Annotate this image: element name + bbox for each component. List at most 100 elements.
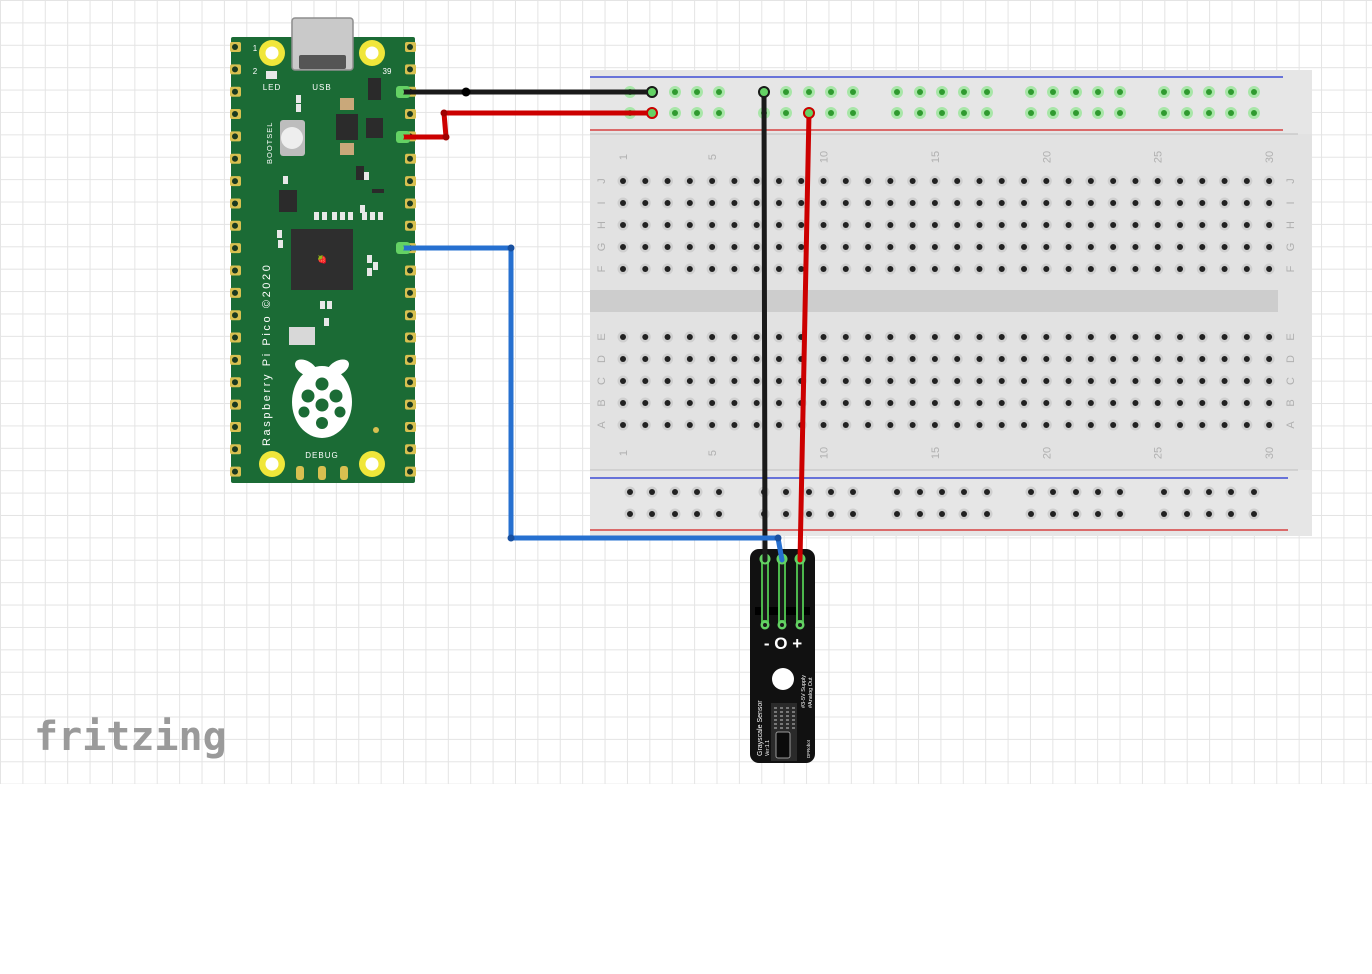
rail-hole [1117,489,1123,495]
breadboard-hole [1043,222,1050,228]
breadboard-hole [1065,178,1072,184]
breadboard-hole [775,400,782,406]
breadboard-hole [664,222,671,228]
breadboard-hole [865,244,872,250]
breadboard-hole [820,200,827,206]
breadboard-hole [976,422,983,428]
breadboard-hole [731,356,738,362]
rail-hole-connected [694,110,700,116]
breadboard-hole [887,422,894,428]
rail-hole-connected [1050,89,1056,95]
breadboard-hole [620,356,626,362]
red-wire-rail-to-sensor[interactable] [797,110,812,563]
breadboard-hole [1266,222,1273,228]
row-label: E [596,333,608,340]
pin39-label: 39 [383,67,392,76]
breadboard-hole [1199,244,1206,250]
breadboard-hole [1177,178,1183,184]
breadboard-hole [1221,244,1228,250]
red-wire-pico-to-rail[interactable] [397,110,655,140]
breadboard-hole [775,266,782,272]
breadboard-hole [1243,400,1250,406]
breadboard-hole [1154,200,1161,206]
breadboard-hole [887,356,894,362]
breadboard-hole [709,200,716,206]
breadboard-hole [998,378,1005,384]
breadboard-hole [1266,334,1273,340]
breadboard-hole [1087,244,1094,250]
breadboard-hole [909,244,916,250]
breadboard-hole [1021,400,1028,406]
breadboard-hole [775,422,782,428]
breadboard-hole [731,222,738,228]
breadboard-hole [709,356,716,362]
column-number-label: 15 [930,151,942,163]
breadboard-hole [1132,200,1139,206]
breadboard-hole [620,244,626,250]
column-number-label: 5 [707,154,719,160]
breadboard-hole [998,178,1005,184]
rail-hole [694,511,700,517]
breadboard-hole [642,222,649,228]
breadboard-hole [1087,422,1094,428]
breadboard-hole [753,266,760,272]
column-number-label: 10 [819,447,831,459]
rail-hole-connected [1161,110,1167,116]
breadboard-hole [1177,334,1183,340]
breadboard-hole [1154,266,1161,272]
breadboard-hole [1221,400,1228,406]
raspberry-logo [292,359,352,438]
sensor-brand-label: DFRobot [806,739,811,758]
rail-hole-connected [1228,89,1234,95]
breadboard-hole [1266,400,1273,406]
raspberry-pi-pico[interactable]: 🍓 LED USB 1 [230,17,416,483]
breadboard-hole [865,400,872,406]
column-number-label: 25 [1153,447,1165,459]
wires [396,86,815,563]
breadboard-hole [775,334,782,340]
breadboard-hole [1065,334,1072,340]
breadboard-hole [931,422,938,428]
bootsel-button[interactable] [281,127,303,149]
row-label: I [1285,201,1297,204]
crystal [289,327,315,345]
black-wire-bendpoint[interactable] [461,87,471,97]
breadboard-hole [775,222,782,228]
breadboard-hole [642,266,649,272]
breadboard-hole [709,422,716,428]
smd-component [367,268,372,276]
rail-hole-connected [1251,89,1257,95]
grayscale-sensor[interactable]: - O + Grayscale Sensor Ver:1.1 #3-5V Sup… [750,549,815,763]
breadboard-hole [686,378,693,384]
svg-text:🍓: 🍓 [317,254,327,264]
breadboard-hole [1021,356,1028,362]
breadboard-hole [731,422,738,428]
breadboard-hole [1110,178,1117,184]
sensor-output-label: #Analog Out [808,677,814,708]
breadboard-hole [1043,422,1050,428]
breadboard-hole [931,378,938,384]
breadboard-hole [753,400,760,406]
rail-hole [1206,489,1212,495]
breadboard-hole [1266,244,1273,250]
breadboard-hole [1110,244,1117,250]
debug-label: DEBUG [305,451,338,460]
rail-hole [961,489,967,495]
breadboard-hole [1132,422,1139,428]
black-wire-rail-to-sensor[interactable] [761,89,768,563]
rail-hole [1073,511,1079,517]
rail-hole [1251,511,1257,517]
sensor-mount-hole [772,668,794,690]
breadboard-hole [1199,266,1206,272]
rail-hole-connected [1073,89,1079,95]
breadboard-hole [998,422,1005,428]
breadboard-hole [1021,222,1028,228]
rail-hole-connected [917,110,923,116]
breadboard-hole [887,378,894,384]
breadboard-hole [1243,222,1250,228]
breadboard-hole [954,222,961,228]
breadboard-hole [998,266,1005,272]
breadboard-hole [954,266,961,272]
breadboard-hole [620,178,626,184]
